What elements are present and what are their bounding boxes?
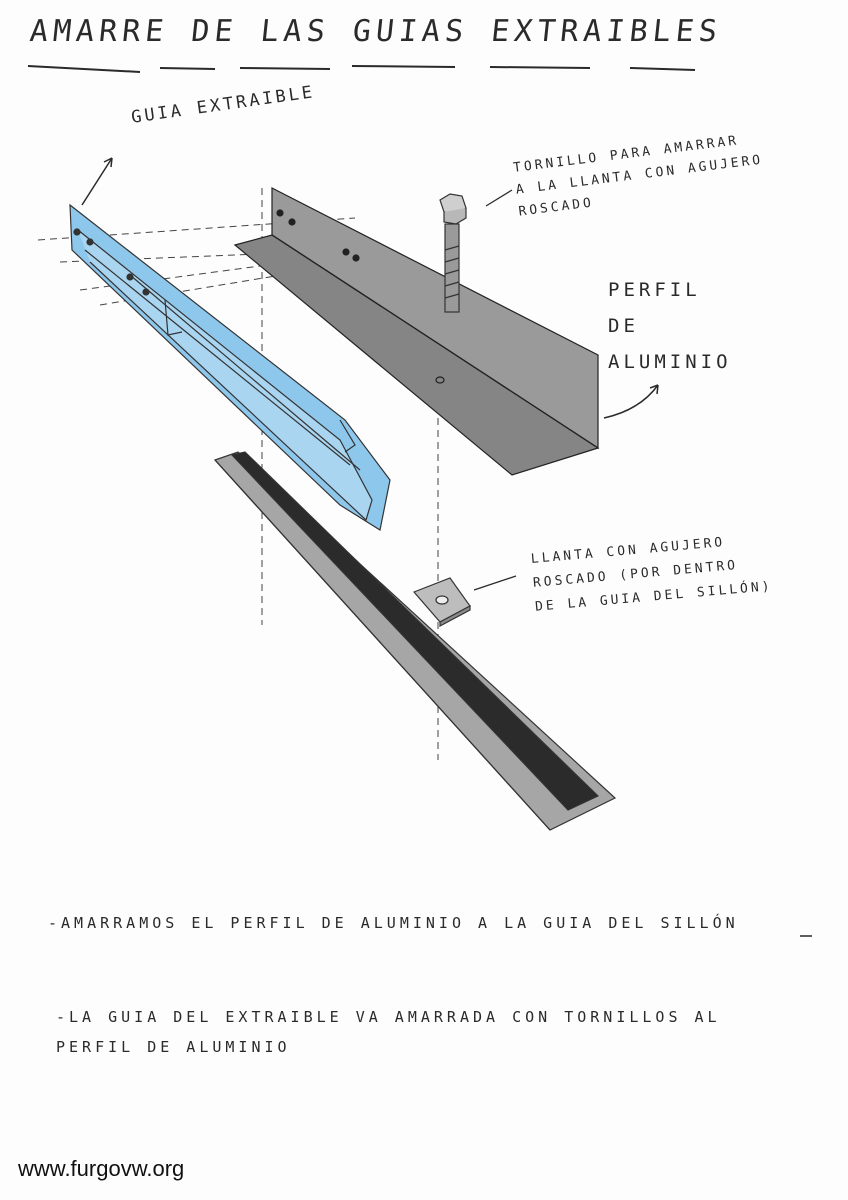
- bolt-icon: [439, 193, 467, 313]
- aluminium-profile: [233, 187, 600, 476]
- extractable-guide: [69, 203, 391, 531]
- guide-hole: [142, 288, 150, 296]
- guide-pointer: [81, 157, 113, 206]
- label-perfil-aluminio: PERFIL DE ALUMINIO: [608, 279, 732, 373]
- guide-hole: [126, 273, 134, 281]
- guide-hole: [86, 238, 94, 246]
- seat-rail: [213, 451, 617, 831]
- page-title: AMARRE DE LAS GUIAS EXTRAIBLES: [28, 14, 724, 49]
- threaded-plate-icon: [412, 577, 471, 627]
- profile-hole: [276, 209, 284, 217]
- profile-bolt-hole: [435, 376, 445, 384]
- title-underlines: [27, 65, 696, 73]
- llanta-pointer: [473, 575, 517, 591]
- watermark: www.furgovw.org: [18, 1156, 185, 1181]
- note-2: -LA GUIA DEL EXTRAIBLE VA AMARRADA CON T…: [56, 1008, 721, 1056]
- note-1: -AMARRAMOS EL PERFIL DE ALUMINIO A LA GU…: [48, 914, 739, 932]
- guide-hole: [73, 228, 81, 236]
- guide-channel: [77, 229, 373, 522]
- profile-hole: [342, 248, 350, 256]
- profile-hole: [288, 218, 296, 226]
- tornillo-pointer: [485, 189, 513, 207]
- perfil-pointer: [603, 384, 659, 419]
- profile-hole: [352, 254, 360, 262]
- rail-slot: [230, 451, 600, 811]
